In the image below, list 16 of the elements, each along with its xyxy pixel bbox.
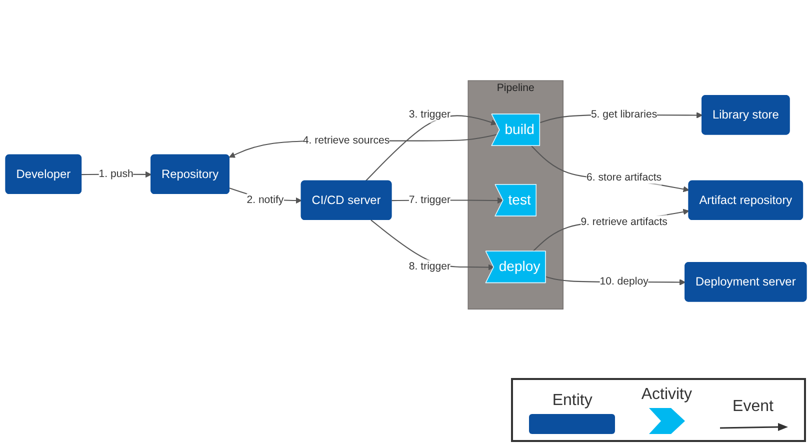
edge-label: 5. get libraries bbox=[590, 108, 658, 120]
arrow bbox=[532, 208, 690, 252]
edge-label: 4. retrieve sources bbox=[302, 134, 390, 146]
edge-label: 1. push bbox=[98, 168, 134, 180]
edge-label: 6. store artifacts bbox=[586, 172, 662, 184]
edge-label: 10. deploy bbox=[600, 276, 648, 288]
legend-label: Event bbox=[732, 398, 774, 416]
edge-label: 9. retrieve artifacts bbox=[580, 216, 668, 228]
edge-label: 3. trigger bbox=[408, 108, 451, 120]
edge-label: 7. trigger bbox=[408, 194, 451, 206]
edge-label: 8. trigger bbox=[408, 260, 451, 273]
arrow bbox=[365, 115, 498, 182]
arrow bbox=[531, 146, 690, 192]
edge-label: 2. notify bbox=[246, 194, 284, 206]
legend-label: Entity bbox=[552, 392, 592, 410]
legend-label: Activity bbox=[641, 386, 692, 404]
